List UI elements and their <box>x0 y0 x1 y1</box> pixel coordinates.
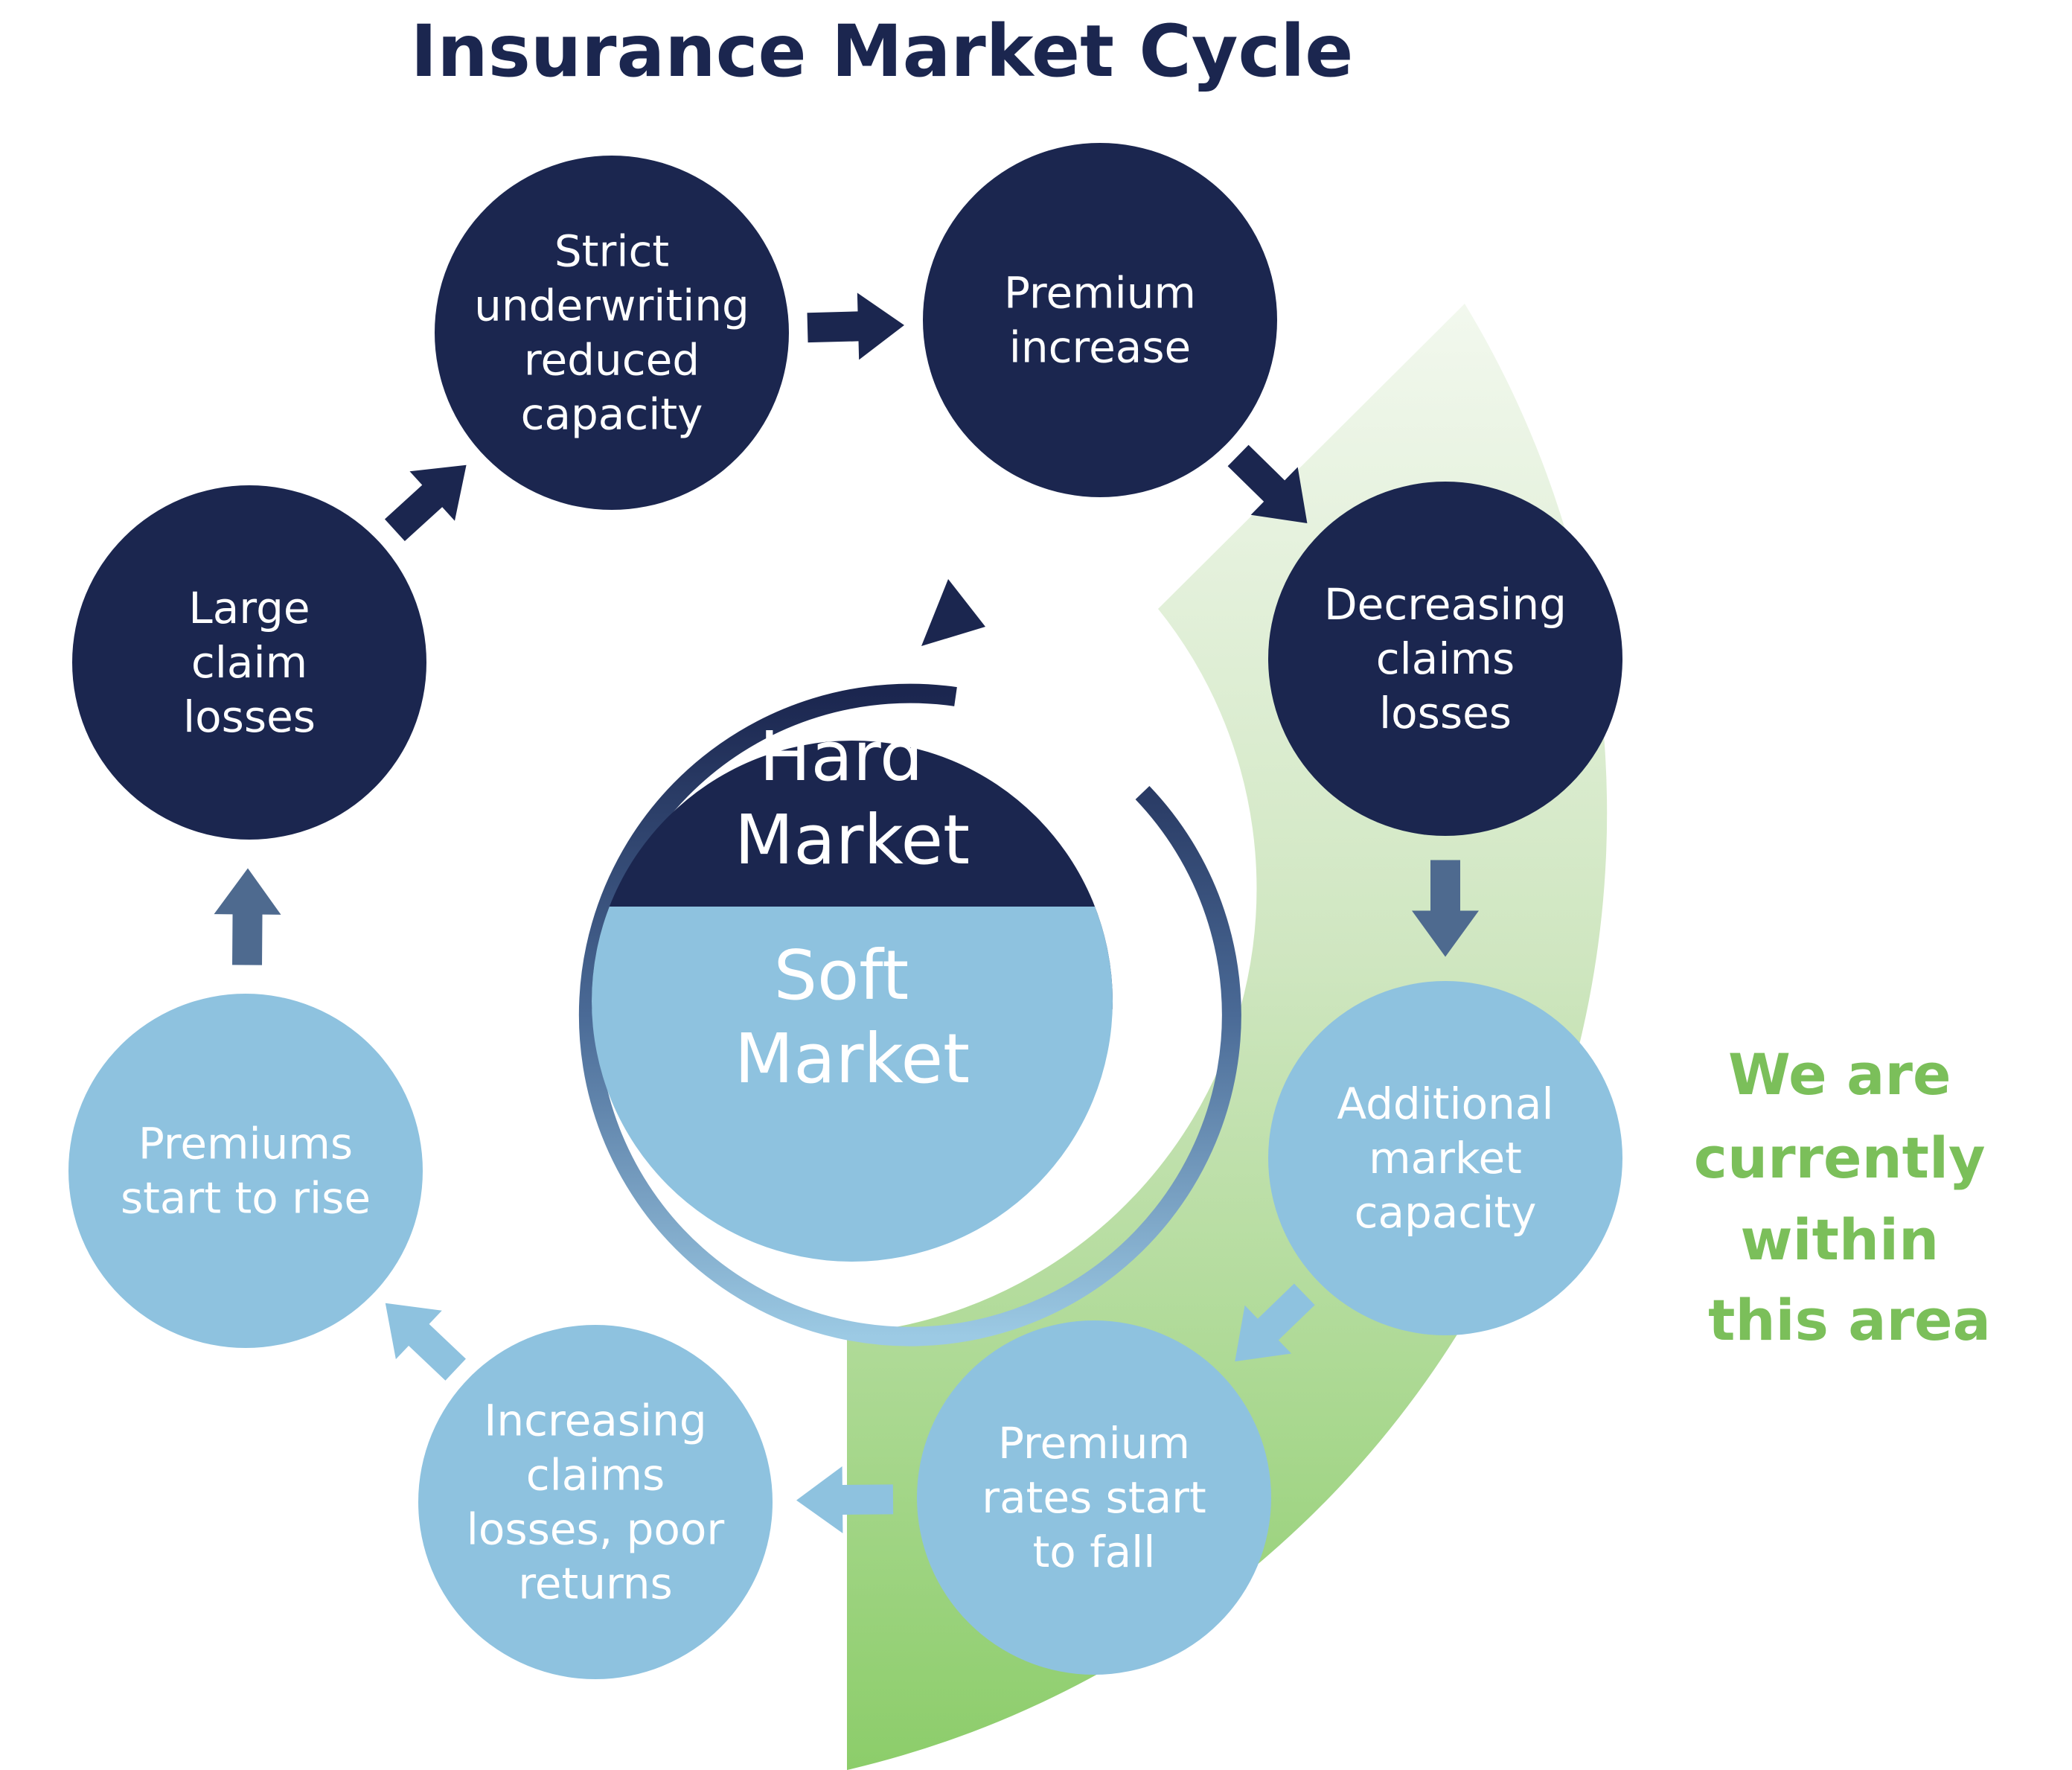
arrow-down-icon <box>1412 860 1479 957</box>
cycle-node-circle <box>72 485 426 840</box>
arrow-up-icon <box>214 868 281 965</box>
cycle-node-circle <box>1268 482 1622 836</box>
cycle-ring-arrowhead-icon <box>921 579 985 646</box>
arrow-up-right-icon <box>384 464 467 542</box>
arrow-down-right-icon <box>1227 444 1308 524</box>
arrow-right-icon <box>807 293 904 360</box>
cycle-node-circle <box>68 994 423 1348</box>
arrow-up-left-icon <box>385 1303 466 1381</box>
arrow-down-left-icon <box>1235 1283 1315 1362</box>
hard-market-label: Hard Market <box>735 717 970 880</box>
cycle-node-circle <box>923 143 1277 497</box>
page-title: Insurance Market Cycle <box>411 10 1354 93</box>
cycle-arrows <box>214 293 1479 1534</box>
arrow-left-icon <box>796 1466 894 1534</box>
soft-market-label: Soft Market <box>735 936 970 1099</box>
current-area-note: We are currently within this area <box>1694 1041 2005 1353</box>
cycle-node-circle <box>418 1325 773 1679</box>
cycle-ring-icon <box>578 579 1241 1346</box>
cycle-node-circle <box>1268 981 1622 1335</box>
cycle-node-circle <box>917 1320 1271 1675</box>
cycle-node-circle <box>435 156 789 510</box>
